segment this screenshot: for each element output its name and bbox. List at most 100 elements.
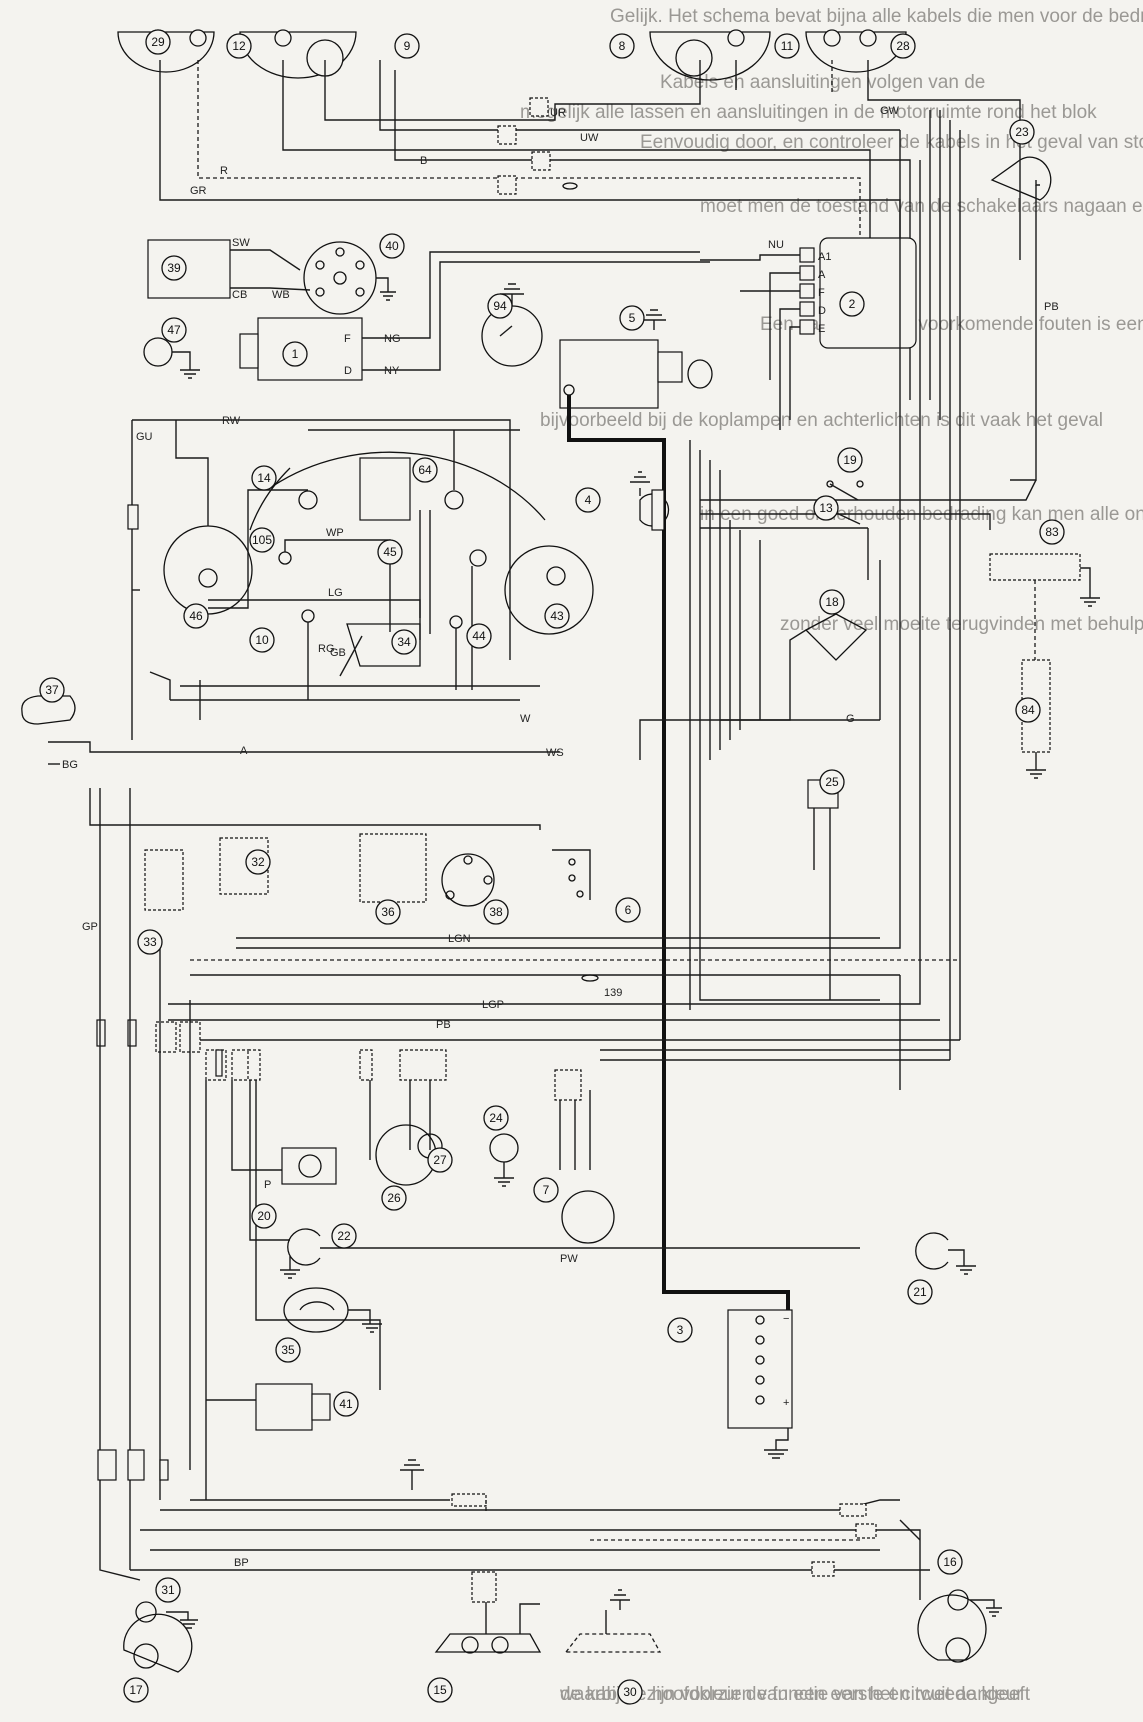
label-p: P <box>264 1179 271 1191</box>
callout-circle <box>617 1679 643 1705</box>
label-wp: WP <box>326 527 344 539</box>
callout-number: 16 <box>943 1555 957 1569</box>
wire-label-group: UR UW B R GR GW PB SW CB WB NG NY NU F D… <box>62 105 1059 1569</box>
callout-circle <box>427 1677 453 1703</box>
callout-5: 5 <box>619 305 645 331</box>
callout-number: 43 <box>550 609 564 623</box>
rear-harness <box>97 1449 930 1600</box>
callout-number: 29 <box>151 35 165 49</box>
label-g: G <box>846 713 855 725</box>
callout-32: 32 <box>245 849 271 875</box>
callout-circle <box>333 1391 359 1417</box>
callout-4: 4 <box>575 487 601 513</box>
callout-number: 31 <box>161 1583 175 1597</box>
callout-number: 15 <box>433 1683 447 1697</box>
callout-9: 9 <box>394 33 420 59</box>
callout-circle <box>391 629 417 655</box>
starter-motor <box>559 309 713 409</box>
callout-number: 35 <box>281 1343 295 1357</box>
headlamp-right <box>649 29 907 81</box>
background-text-line: moet men de toestand van de schakelaars … <box>700 196 1143 217</box>
label-pw: PW <box>560 1253 578 1265</box>
rear-lamp-left <box>123 1601 198 1673</box>
callout-21: 21 <box>907 1279 933 1305</box>
label-bp: BP <box>234 1557 249 1569</box>
callout-12: 12 <box>226 33 252 59</box>
callout-20: 20 <box>251 1203 277 1229</box>
callout-number: 33 <box>143 935 157 949</box>
label-lg: LG <box>328 587 343 599</box>
flasher-unit <box>807 779 839 1000</box>
callout-number: 84 <box>1021 703 1035 717</box>
callout-number: 6 <box>625 903 632 917</box>
label-wb: WB <box>272 289 290 301</box>
callout-circle <box>183 603 209 629</box>
callout-2: 2 <box>839 291 865 317</box>
callout-number: 3 <box>677 1323 684 1337</box>
callout-circle <box>427 1147 453 1173</box>
callout-26: 26 <box>381 1185 407 1211</box>
callout-number: 44 <box>472 629 486 643</box>
callout-circle <box>375 899 401 925</box>
label-ur: UR <box>550 107 566 119</box>
lower-components <box>280 1124 860 1279</box>
callout-number: 32 <box>251 855 265 869</box>
callout-circle <box>667 1317 693 1343</box>
callout-number: 38 <box>489 905 503 919</box>
callout-64: 64 <box>412 457 438 483</box>
callout-number: 34 <box>397 635 411 649</box>
callout-circle <box>394 33 420 59</box>
callout-number: 94 <box>493 299 507 313</box>
callout-circle <box>1015 697 1041 723</box>
label-pb-right: PB <box>1044 301 1059 313</box>
callout-circle <box>1039 519 1065 545</box>
callout-number: 10 <box>255 633 269 647</box>
callout-circle <box>813 495 839 521</box>
callout-41: 41 <box>333 1391 359 1417</box>
label-gr: GR <box>190 185 207 197</box>
callout-83: 83 <box>1039 519 1065 545</box>
battery-cable <box>567 395 790 1342</box>
callout-8: 8 <box>609 33 635 59</box>
background-text-line: Kabels en aansluitingen volgen van de <box>660 72 985 93</box>
fuel-gauge-unit <box>481 283 543 367</box>
callout-23: 23 <box>1009 119 1035 145</box>
callout-number: 41 <box>339 1397 353 1411</box>
callout-circle <box>251 465 277 491</box>
rear-lamp-right <box>917 1589 1002 1663</box>
callout-94: 94 <box>487 293 513 319</box>
dynamo <box>239 251 710 381</box>
background-text-line: mogelijk alle lassen en aansluitingen in… <box>520 102 1097 123</box>
control-box-pins: A1 A F D E <box>818 251 831 335</box>
label-lgn: LGN <box>448 933 471 945</box>
callout-circle <box>466 623 492 649</box>
callout-circle <box>251 1203 277 1229</box>
callout-number: 37 <box>45 683 59 697</box>
cluster-harness <box>175 419 520 700</box>
label-b: B <box>420 155 427 167</box>
battery-negative: − <box>783 1313 789 1325</box>
callout-number: 23 <box>1015 125 1029 139</box>
callout-34: 34 <box>391 629 417 655</box>
callout-circle <box>619 305 645 331</box>
middle-harness <box>168 130 960 1061</box>
top-harness <box>159 60 1037 1060</box>
control-box <box>700 237 917 430</box>
callout-16: 16 <box>937 1549 963 1575</box>
callout-circle <box>249 627 275 653</box>
callout-circle <box>615 897 641 923</box>
label-lgp: LGP <box>482 999 504 1011</box>
battery <box>727 1309 793 1459</box>
callout-10: 10 <box>249 627 275 653</box>
label-pb: PB <box>436 1019 451 1031</box>
callout-circle <box>155 1577 181 1603</box>
callout-number: 13 <box>819 501 833 515</box>
label-ny: NY <box>384 365 400 377</box>
callout-number: 28 <box>896 39 910 53</box>
callout-circle <box>533 1177 559 1203</box>
callout-number: 40 <box>385 239 399 253</box>
pin-f: F <box>818 287 825 299</box>
